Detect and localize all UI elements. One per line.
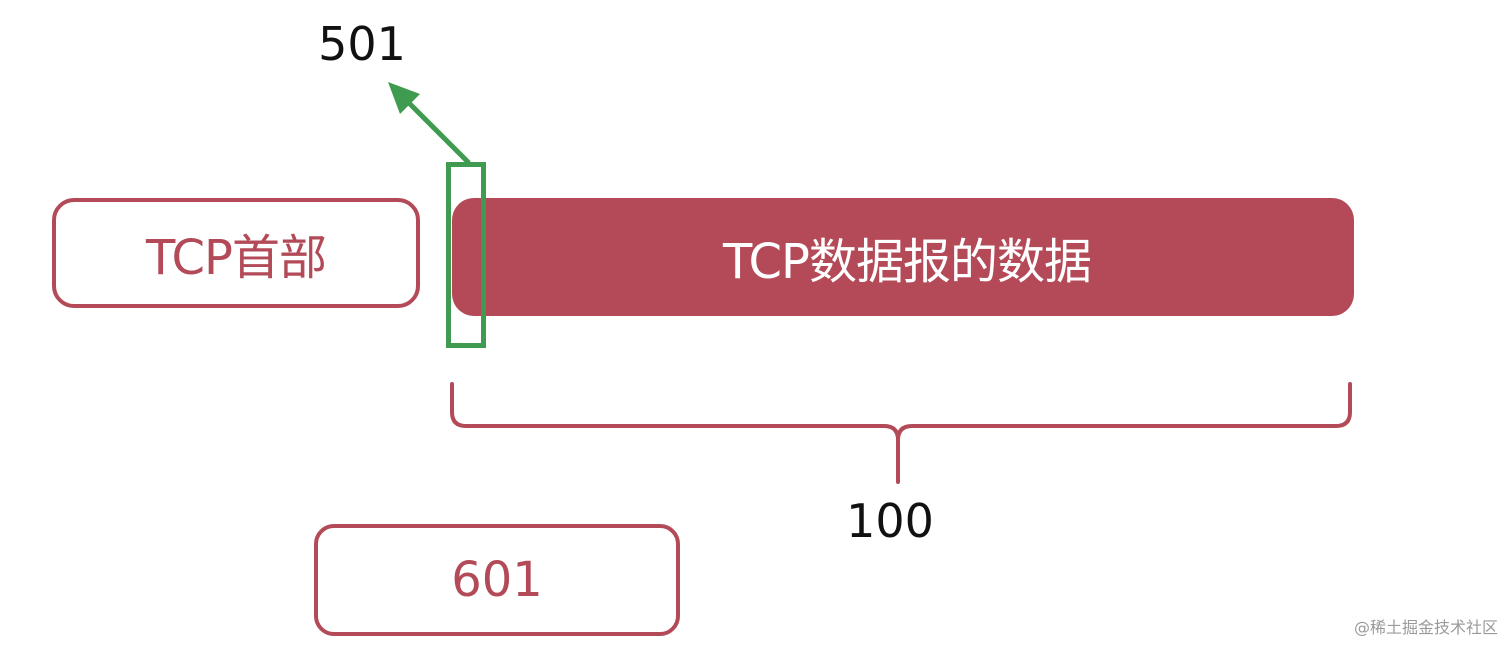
first-byte-marker [446, 162, 486, 348]
acknowledgment-label: 601 [451, 552, 543, 608]
length-brace [450, 382, 1352, 484]
tcp-data-label: TCP数据报的数据 [723, 234, 1092, 290]
data-length-label: 100 [846, 494, 934, 548]
sequence-number-label: 501 [318, 17, 406, 71]
tcp-header-box: TCP首部 [52, 198, 420, 308]
watermark-text: @稀土掘金技术社区 [1353, 618, 1498, 637]
tcp-data-box: TCP数据报的数据 [452, 198, 1354, 316]
acknowledgment-box: 601 [314, 524, 680, 636]
tcp-header-label: TCP首部 [146, 230, 327, 286]
sequence-arrow [388, 82, 471, 165]
